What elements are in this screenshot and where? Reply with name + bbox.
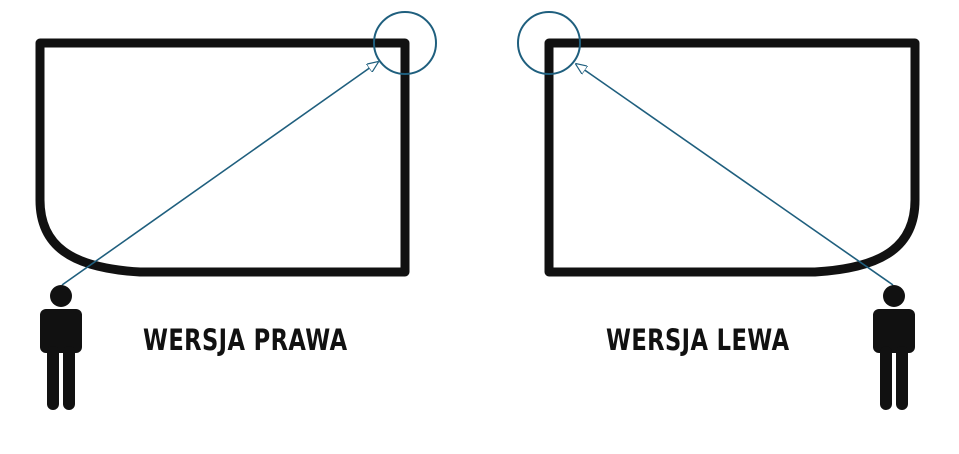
left-version-person-icon xyxy=(873,285,915,410)
right-version-tray-outline xyxy=(35,38,410,277)
left-version-label: WERSJA LEWA xyxy=(606,323,790,357)
left-version-tray-outline xyxy=(544,38,920,277)
left-version-direction-arrow xyxy=(576,64,894,286)
left-version-diagram xyxy=(517,11,920,410)
right-version-highlight-circle xyxy=(373,11,437,75)
right-version-diagram xyxy=(35,11,437,410)
left-version-highlight-circle xyxy=(517,11,581,75)
right-version-direction-arrow xyxy=(61,62,378,286)
right-version-label: WERSJA PRAWA xyxy=(143,323,348,357)
right-version-person-icon xyxy=(40,285,82,410)
